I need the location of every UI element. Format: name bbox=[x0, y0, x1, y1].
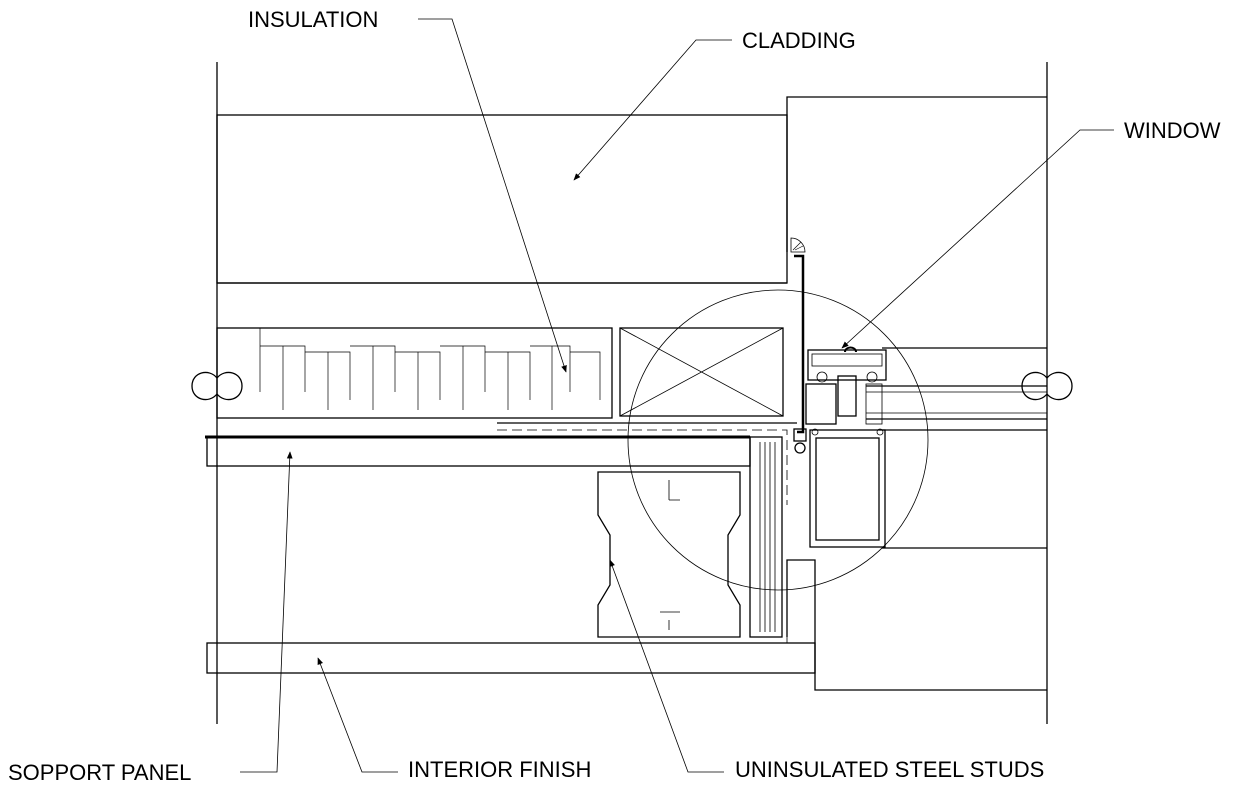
interior-finish-leader bbox=[317, 657, 398, 773]
membrane-dashed bbox=[497, 429, 788, 505]
interior-finish-label: INTERIOR FINISH bbox=[408, 757, 591, 782]
steel-studs-leader bbox=[609, 559, 724, 773]
support-panel bbox=[206, 436, 751, 467]
interior-finish-return bbox=[786, 559, 1047, 691]
cladding-leader bbox=[573, 39, 732, 181]
detail-callout-circle bbox=[627, 289, 929, 591]
head-sealant bbox=[790, 237, 806, 253]
steel-studs-label: UNINSULATED STEEL STUDS bbox=[735, 757, 1044, 782]
window-label: WINDOW bbox=[1124, 118, 1221, 143]
glazing-unit bbox=[866, 385, 1047, 420]
insulation-batt bbox=[216, 327, 613, 419]
blocking-box bbox=[619, 327, 784, 417]
insulation-leader bbox=[418, 18, 567, 373]
lower-wall-block bbox=[882, 347, 1047, 549]
interior-finish-panel bbox=[206, 642, 816, 674]
support-panel-label: SOPPORT PANEL bbox=[8, 760, 191, 785]
cladding-panel bbox=[216, 114, 788, 284]
right-break-symbol bbox=[1021, 371, 1073, 401]
insulation-label: INSULATION bbox=[248, 7, 378, 32]
window-sill-frame bbox=[809, 428, 886, 548]
vertical-stud-track bbox=[749, 436, 783, 638]
window-frame bbox=[805, 346, 887, 425]
left-break-symbol bbox=[191, 371, 243, 401]
steel-stud bbox=[597, 471, 741, 638]
return-fill bbox=[786, 559, 816, 644]
support-panel-leader bbox=[240, 451, 293, 773]
stud-web-marks bbox=[660, 480, 680, 630]
head-flashing bbox=[794, 254, 805, 434]
backer-rod-sealant bbox=[793, 428, 807, 454]
cladding-label: CLADDING bbox=[742, 28, 856, 53]
window-leader bbox=[841, 129, 1114, 349]
upper-wall-block bbox=[786, 96, 1047, 115]
